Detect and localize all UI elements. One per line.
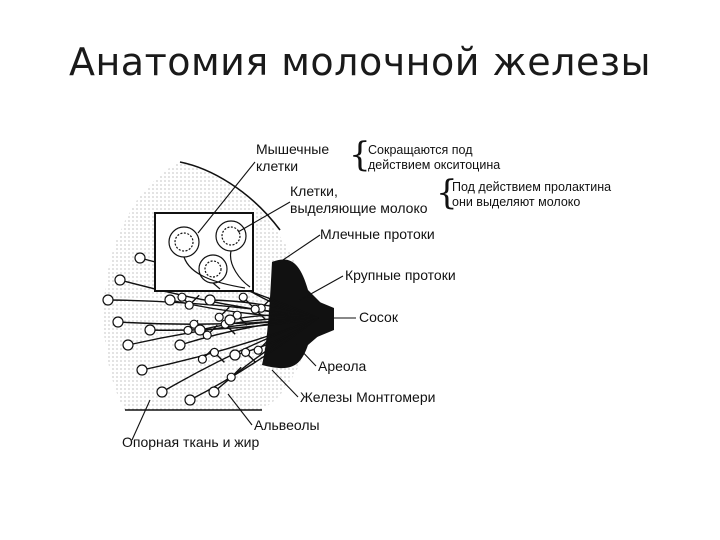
label-milk-ducts: Млечные протоки <box>320 226 435 242</box>
note-muscle-line1: Сокращаются под <box>368 143 473 157</box>
note-milk: Под действием пролактина они выделяют мо… <box>452 180 611 210</box>
label-support-tissue: Опорная ткань и жир <box>122 434 260 450</box>
alveolus <box>136 364 148 376</box>
label-areola: Ареола <box>318 358 367 374</box>
duct-branch <box>149 317 319 331</box>
alveolus <box>112 316 124 328</box>
alveolus <box>209 347 219 357</box>
alveolus <box>174 339 186 351</box>
alveolus <box>250 304 260 314</box>
brace-muscle: { <box>349 135 371 175</box>
label-alveoli: Альвеолы <box>254 417 320 433</box>
duct-branch <box>199 317 319 331</box>
leader-lines <box>131 161 356 441</box>
alveolus <box>122 339 134 351</box>
alveolus <box>238 292 248 302</box>
alveolus <box>156 386 168 398</box>
alveolus <box>184 394 196 406</box>
alveolus <box>224 314 236 326</box>
label-montgomery: Железы Монтгомери <box>300 389 436 405</box>
alveolus <box>226 372 236 382</box>
label-muscle-cells-line2: клетки <box>256 158 299 174</box>
alveolus <box>197 354 207 364</box>
alveolus <box>229 349 241 361</box>
magnified-alveoli <box>168 220 251 290</box>
duct-branch <box>161 317 319 393</box>
alveolus <box>204 294 216 306</box>
alveoli-group <box>102 252 266 406</box>
duct-branch <box>189 317 319 401</box>
alveolus <box>177 292 187 302</box>
label-muscle-cells: Мышечные клетки <box>256 141 329 175</box>
alveolus <box>144 324 156 336</box>
alveolus <box>194 324 206 336</box>
areola-shape <box>262 259 330 369</box>
label-milk-cells-line1: Клетки, <box>290 183 338 199</box>
duct-branch <box>107 299 319 319</box>
alveolus <box>214 312 224 322</box>
label-milk-cells: Клетки, выделяющие молоко <box>290 183 428 217</box>
note-milk-line2: они выделяют молоко <box>452 195 581 209</box>
nipple-shape <box>305 296 334 342</box>
note-milk-line1: Под действием пролактина <box>452 180 612 194</box>
page-title: Анатомия молочной железы <box>68 40 652 84</box>
label-muscle-cells-line1: Мышечные <box>256 141 330 157</box>
alveolus <box>241 347 251 357</box>
brace-milk: { <box>436 173 458 213</box>
alveolus <box>183 325 193 335</box>
note-muscle: Сокращаются под действием окситоцина <box>368 143 500 173</box>
alveolus <box>114 274 126 286</box>
alveolus <box>184 300 194 310</box>
label-milk-cells-line2: выделяющие молоко <box>290 200 428 216</box>
note-muscle-line2: действием окситоцина <box>368 158 501 172</box>
alveolus <box>202 330 212 340</box>
breast-outer-contour <box>179 161 281 231</box>
alveolus <box>253 345 263 355</box>
label-nipple: Сосок <box>359 309 398 325</box>
label-large-ducts: Крупные протоки <box>345 267 456 283</box>
alveolus <box>232 310 242 320</box>
alveolus <box>208 386 220 398</box>
alveolus <box>134 252 146 264</box>
alveolus <box>164 294 176 306</box>
alveolus <box>102 294 114 306</box>
